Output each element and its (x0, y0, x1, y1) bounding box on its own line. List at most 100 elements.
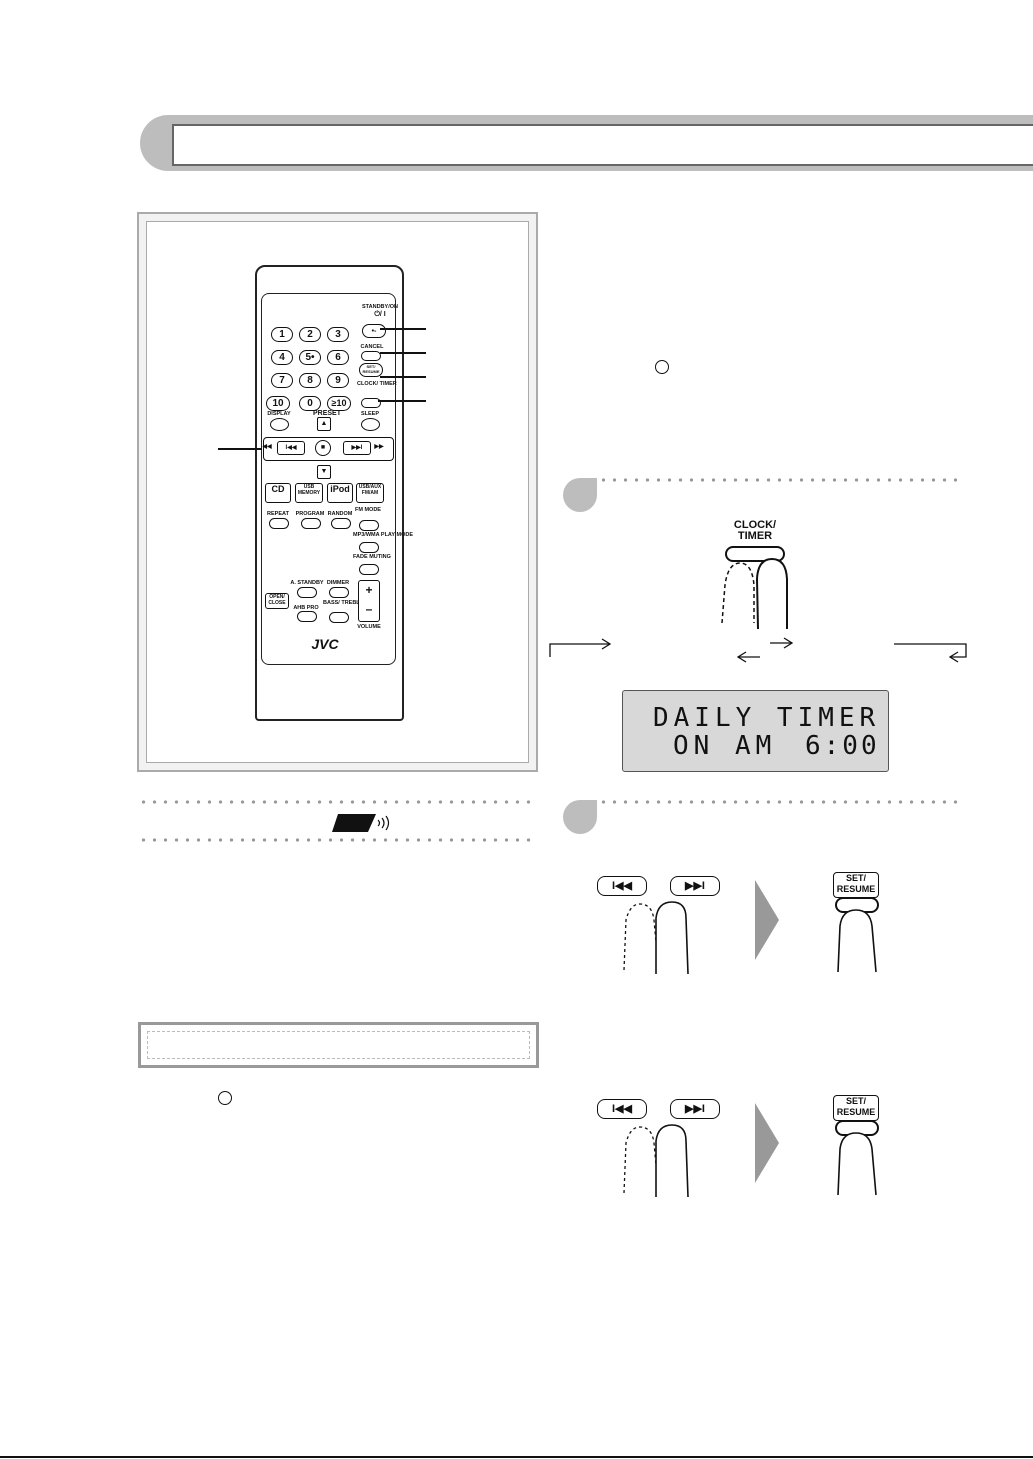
prev-button[interactable]: I◀◀ (277, 441, 305, 455)
usb-memory-button[interactable]: USB MEMORY (295, 483, 323, 503)
standby-button[interactable]: •- (362, 324, 386, 338)
num-key[interactable]: ≥10 (327, 396, 351, 411)
num-key[interactable]: 0 (299, 396, 321, 411)
num-key[interactable]: 8 (299, 373, 321, 388)
clock-icon (655, 360, 669, 374)
stop-button[interactable]: ■ (315, 440, 331, 456)
leader-skip-buttons (218, 448, 262, 450)
cd-button[interactable]: CD (265, 483, 291, 503)
num-key[interactable]: 5• (299, 350, 321, 365)
clock-timer-button[interactable] (361, 398, 381, 408)
ahb-pro-label: AHB PRO (293, 605, 319, 611)
preset-up-button[interactable]: ▲ (317, 417, 331, 431)
cycle-arrows (549, 637, 967, 663)
subsection-heading-inner (147, 1031, 530, 1059)
num-key[interactable]: 7 (271, 373, 293, 388)
lcd-am-text: AM (735, 731, 777, 761)
open-close-button[interactable]: OPEN/ CLOSE (265, 593, 289, 609)
preset-down-button[interactable]: ▼ (317, 465, 331, 479)
usb-aux-button[interactable]: USB/AUX FM/AM (356, 483, 384, 503)
mp3-play-mode-label: MP3/WMA PLAY MODE (353, 532, 413, 538)
finger-press-icon (623, 1124, 689, 1198)
skip-forward-button[interactable]: ▶▶I (670, 1099, 720, 1119)
bass-treble-label: BASS/ TREBLE (323, 600, 364, 606)
num-key[interactable]: 2 (299, 327, 321, 342)
random-button[interactable] (331, 518, 351, 529)
finger-press-icon (835, 897, 879, 973)
dimmer-button[interactable] (329, 587, 349, 598)
num-key[interactable]: 6 (327, 350, 349, 365)
fm-mode-label: FM MODE (355, 507, 381, 513)
skip-back-button[interactable]: I◀◀ (597, 876, 647, 896)
num-key[interactable]: 1 (271, 327, 293, 342)
skip-forward-button[interactable]: ▶▶I (670, 876, 720, 896)
subsection-heading-box (138, 1022, 539, 1068)
arrow-right-icon (755, 880, 779, 960)
arrow-right-icon (755, 1103, 779, 1183)
step-marker-1 (563, 478, 597, 512)
a-standby-button[interactable] (297, 587, 317, 598)
volume-minus: – (365, 602, 373, 616)
standby-symbol: ⏻/ I (374, 311, 386, 318)
remote-control: STANDBY/ON ⏻/ I •- 1 2 3 4 5• 6 7 8 9 10… (255, 265, 413, 721)
fade-muting-label: FADE MUTING (353, 554, 391, 560)
ipod-button[interactable]: iPod (327, 483, 353, 503)
page-bottom-rule (0, 1456, 1033, 1458)
step-2-dotted-rule (598, 800, 960, 804)
set-resume-button[interactable]: SET/ RESUME (359, 363, 383, 377)
ahb-pro-button[interactable] (297, 611, 317, 622)
set-resume-label-box: SET/ RESUME (833, 872, 879, 898)
clock-timer-button-label: CLOCK/ TIMER (733, 519, 777, 542)
header-title-box (172, 124, 1033, 166)
lcd-display: DAILY TIMER ON AM 6:00 (622, 690, 889, 772)
remote-button-face (261, 293, 396, 665)
repeat-button[interactable] (269, 518, 289, 529)
repeat-label: REPEAT (267, 511, 289, 517)
clock-timer-label: CLOCK/ TIMER (357, 381, 397, 387)
leader-standby (380, 328, 426, 330)
a-standby-label: A. STANDBY (290, 580, 324, 586)
leader-clock-timer (378, 400, 426, 402)
dimmer-label: DIMMER (326, 580, 350, 586)
num-key[interactable]: 10 (266, 396, 290, 411)
section-header-bar (140, 115, 1033, 171)
finger-press-icon (623, 901, 689, 975)
fade-muting-button[interactable] (359, 564, 379, 575)
standby-label: STANDBY/ON (362, 304, 398, 310)
remote-note-rule-top (138, 800, 534, 804)
remote-note-rule-bottom (138, 838, 534, 842)
random-label: RANDOM (327, 511, 353, 517)
finger-press-icon (721, 546, 788, 630)
lcd-on-text: ON (673, 731, 715, 761)
volume-label: VOLUME (357, 624, 381, 630)
num-key[interactable]: 3 (327, 327, 349, 342)
finger-press-icon (835, 1120, 879, 1196)
program-button[interactable] (301, 518, 321, 529)
sleep-label: SLEEP (360, 411, 380, 417)
cancel-label: CANCEL (360, 344, 384, 350)
transport-bar (263, 437, 394, 461)
volume-plus: + (365, 583, 373, 597)
bass-treble-button[interactable] (329, 612, 349, 623)
step-1-dotted-rule (598, 478, 960, 482)
cancel-button[interactable] (361, 351, 381, 361)
preset-label: PRESET (312, 410, 341, 417)
remote-signal-icon (332, 814, 390, 832)
num-key[interactable]: 4 (271, 350, 293, 365)
clock-icon (218, 1091, 232, 1105)
num-key[interactable]: 9 (327, 373, 349, 388)
fm-mode-button[interactable] (359, 520, 379, 531)
skip-back-button[interactable]: I◀◀ (597, 1099, 647, 1119)
jvc-logo: JVC (311, 636, 339, 652)
volume-rocker[interactable]: +– (358, 580, 380, 622)
step-marker-2 (563, 800, 597, 834)
mp3-play-mode-button[interactable] (359, 542, 379, 553)
lcd-time-text: 6:00 (805, 731, 880, 761)
sleep-button[interactable] (361, 418, 380, 431)
display-button[interactable] (270, 418, 289, 431)
program-label: PROGRAM (295, 511, 325, 517)
next-button[interactable]: ▶▶I (343, 441, 371, 455)
lcd-line-1: DAILY TIMER (653, 703, 881, 733)
set-resume-label-box: SET/ RESUME (833, 1095, 879, 1121)
fastforward-symbol: ▶▶ (374, 444, 384, 450)
